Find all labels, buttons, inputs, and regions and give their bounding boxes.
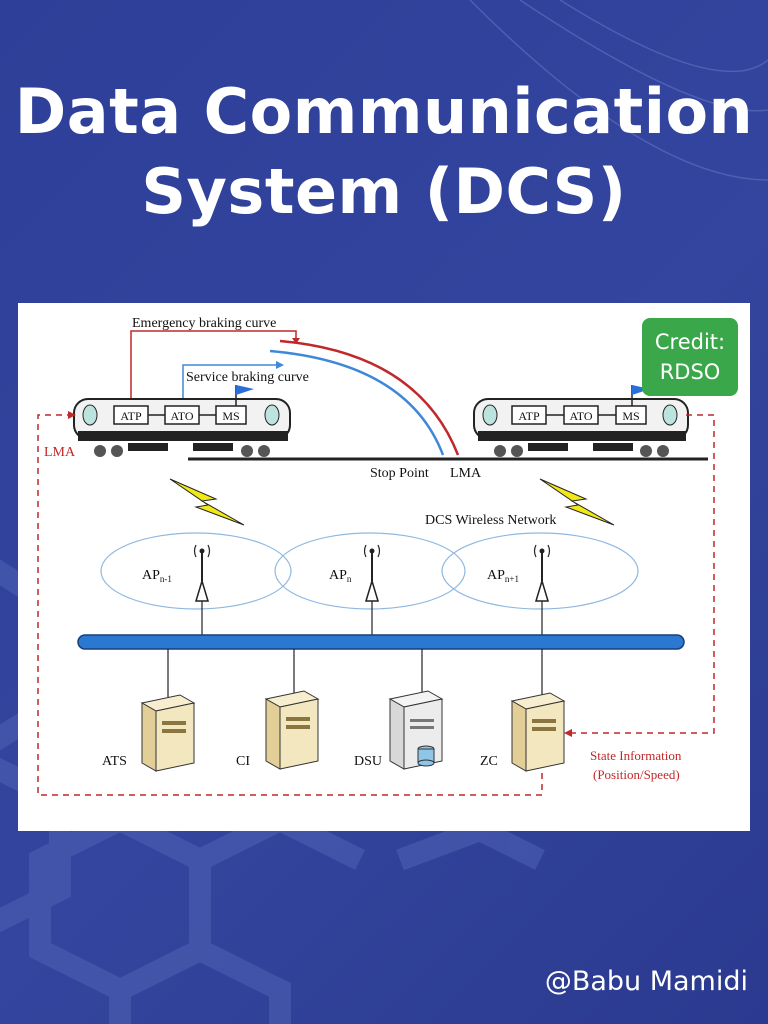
atp-label-right: ATP bbox=[518, 409, 540, 423]
ap2-sub: n bbox=[347, 574, 352, 584]
service-arrow bbox=[276, 361, 284, 369]
stop-point-label: Stop Point bbox=[370, 466, 429, 481]
ap3-sub: n+1 bbox=[505, 574, 519, 584]
antenna-icon bbox=[194, 578, 210, 602]
atp-box-left bbox=[113, 405, 149, 425]
server-label-ats: ATS bbox=[102, 754, 127, 769]
ato-label-left: ATO bbox=[170, 409, 193, 423]
network-bus bbox=[77, 634, 685, 650]
credit-line-1: Credit: bbox=[654, 330, 726, 354]
credit-badge: Credit: RDSO bbox=[642, 318, 738, 396]
server-dsu-icon bbox=[388, 690, 444, 770]
access-point-1: APn-1 bbox=[142, 544, 211, 635]
train-left: ATP ATO MS bbox=[73, 385, 291, 457]
lma-right-label: LMA bbox=[450, 466, 482, 481]
flag-icon bbox=[632, 385, 650, 395]
emergency-curve-label: Emergency braking curve bbox=[132, 316, 276, 331]
ms-label-left: MS bbox=[222, 409, 239, 423]
ato-box-right bbox=[563, 405, 599, 425]
title-line-1: Data Communication bbox=[14, 75, 754, 148]
flag-icon bbox=[236, 385, 254, 395]
dcs-diagram: Emergency braking curve Service braking … bbox=[37, 316, 715, 796]
emergency-braking-curve bbox=[279, 339, 460, 456]
server-zc-icon bbox=[510, 692, 566, 772]
page-title: Data Communication System (DCS) bbox=[0, 72, 768, 232]
ato-box-left bbox=[164, 405, 200, 425]
ms-label-right: MS bbox=[622, 409, 639, 423]
ms-box-right bbox=[615, 405, 647, 425]
lightning-icon bbox=[539, 478, 615, 526]
service-braking-curve bbox=[269, 349, 445, 456]
server-ci-icon bbox=[264, 690, 320, 770]
ap3-base: AP bbox=[487, 568, 505, 583]
ap1-label: APn-1 bbox=[142, 568, 172, 584]
lma-arrow bbox=[68, 411, 76, 419]
coverage-ellipse-1 bbox=[100, 532, 292, 610]
server-label-zc: ZC bbox=[480, 754, 498, 769]
credit-line-2: RDSO bbox=[659, 360, 721, 384]
antenna-icon bbox=[534, 578, 550, 602]
emergency-arrow bbox=[292, 338, 300, 344]
service-connector bbox=[182, 364, 276, 399]
coverage-ellipse-3 bbox=[441, 532, 639, 610]
diagram-panel: Emergency braking curve Service braking … bbox=[18, 303, 750, 831]
ap1-sub: n-1 bbox=[160, 574, 172, 584]
ato-label-right: ATO bbox=[569, 409, 592, 423]
atp-label-left: ATP bbox=[120, 409, 142, 423]
emergency-connector bbox=[130, 330, 297, 399]
server-label-dsu: DSU bbox=[354, 754, 382, 769]
ap2-base: AP bbox=[329, 568, 347, 583]
server-ats-icon bbox=[140, 694, 196, 772]
state-info-line-1: State Information bbox=[590, 748, 682, 763]
author-handle: @Babu Mamidi bbox=[544, 966, 748, 997]
antenna-icon bbox=[364, 578, 380, 602]
server-label-ci: CI bbox=[236, 754, 250, 769]
ap1-base: AP bbox=[142, 568, 160, 583]
atp-box-right bbox=[511, 405, 547, 425]
network-label: DCS Wireless Network bbox=[425, 513, 556, 528]
access-point-3: APn+1 bbox=[487, 544, 551, 635]
lma-dashed-loop bbox=[37, 414, 543, 796]
access-point-2: APn bbox=[329, 544, 381, 635]
state-info-arrow bbox=[564, 729, 572, 737]
ap3-label: APn+1 bbox=[487, 568, 519, 584]
train-right: ATP ATO MS bbox=[473, 385, 689, 457]
state-info-dashed-loop bbox=[570, 414, 715, 734]
state-info-line-2: (Position/Speed) bbox=[593, 767, 680, 782]
lma-left-label: LMA bbox=[44, 445, 76, 460]
ap2-label: APn bbox=[329, 568, 352, 584]
ms-box-left bbox=[215, 405, 247, 425]
lightning-icon bbox=[169, 478, 245, 526]
coverage-ellipse-2 bbox=[274, 532, 466, 610]
title-line-2: System (DCS) bbox=[141, 155, 627, 228]
service-curve-label: Service braking curve bbox=[186, 370, 309, 385]
